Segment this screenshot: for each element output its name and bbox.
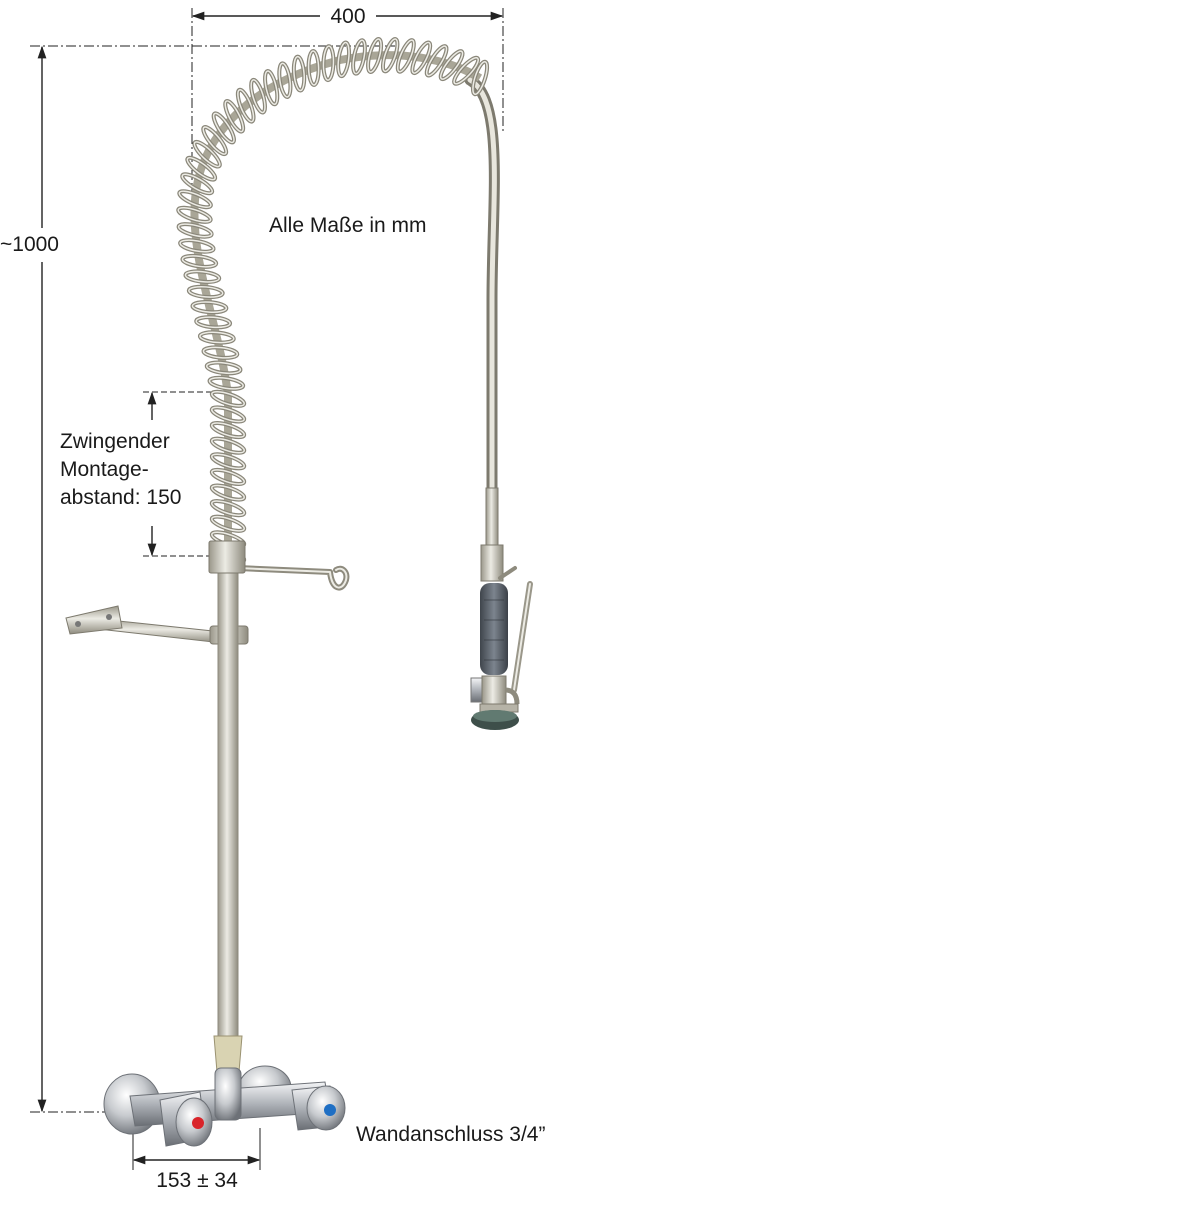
dimension-lines [30, 8, 504, 1170]
coil-loop-highlight [181, 173, 213, 194]
coil-loop-highlight [212, 112, 235, 144]
coil-loop-highlight [211, 500, 245, 516]
coil-loop-highlight [211, 437, 245, 454]
coil-loop-highlight [337, 41, 350, 77]
mounting-distance-line-2: Montage- [60, 458, 149, 481]
mounting-distance-line-1: Zwingender [60, 430, 170, 453]
height-dimension-label: ~1000 [0, 233, 59, 256]
coil-loop-highlight [307, 50, 320, 86]
coil-loop-highlight [188, 285, 224, 298]
width-dimension-label: 400 [326, 3, 370, 30]
coil-loop-highlight [211, 469, 245, 485]
wall-connection-label: Wandanschluss 3/4” [356, 1123, 546, 1146]
coil-loop-highlight [211, 453, 245, 470]
coil-loop-highlight [264, 70, 279, 106]
coil-loop-highlight [211, 515, 245, 532]
coil-loop-highlight [322, 45, 335, 81]
coil-loop-highlight [237, 89, 255, 123]
coil-loop-highlight [186, 156, 216, 181]
coil-loop-highlight [396, 39, 415, 73]
coil-loop-highlight [195, 316, 231, 329]
coil-loop-highlight [367, 38, 382, 73]
coil-loop-highlight [352, 39, 366, 75]
coil-loop-highlight [178, 190, 212, 208]
coil-loop-highlight [211, 484, 245, 501]
riser-pipe [208, 540, 246, 1073]
wall-mixer [103, 1065, 346, 1147]
coil-loop-highlight [181, 255, 217, 268]
coil-loop-highlight [177, 207, 212, 223]
coil-loop-highlight [179, 239, 215, 253]
coil-loop-highlight [211, 390, 245, 407]
coil-loop-highlight [439, 50, 464, 80]
hot-indicator-icon [192, 1117, 204, 1129]
coil-loop-highlight [278, 62, 292, 98]
cold-indicator-icon [324, 1104, 336, 1116]
coil-loop-highlight [193, 141, 221, 168]
spray-valve [470, 487, 533, 730]
coil-loop-highlight [199, 331, 235, 344]
spray-hook [235, 565, 350, 591]
spring-coil [176, 37, 490, 565]
coil-loop-highlight [411, 41, 431, 74]
coil-loop-highlight [191, 301, 228, 313]
coil-loop-highlight [202, 126, 227, 155]
coil-loop-highlight [208, 376, 244, 390]
coil-loop-highlight [202, 346, 239, 359]
coil-loop-highlight [177, 223, 213, 238]
coil-loop-highlight [211, 406, 245, 423]
coil-loop-highlight [293, 55, 305, 92]
coil-loop-highlight [184, 270, 220, 283]
coil-loop-highlight [382, 38, 399, 73]
flexible-hose [464, 74, 500, 496]
units-note: Alle Maße in mm [269, 214, 427, 237]
coil-loop-highlight [205, 361, 242, 375]
coil-loop-highlight [425, 45, 448, 77]
coil-loop-highlight [211, 422, 245, 438]
coil-loop-highlight [472, 61, 488, 95]
mounting-distance-line-3: abstand: 150 [60, 486, 182, 509]
connection-spacing-label: 153 ± 34 [152, 1167, 242, 1194]
coil-loop-highlight [224, 100, 244, 133]
coil-loop-highlight [453, 57, 479, 85]
coil-loop-highlight [250, 79, 266, 114]
